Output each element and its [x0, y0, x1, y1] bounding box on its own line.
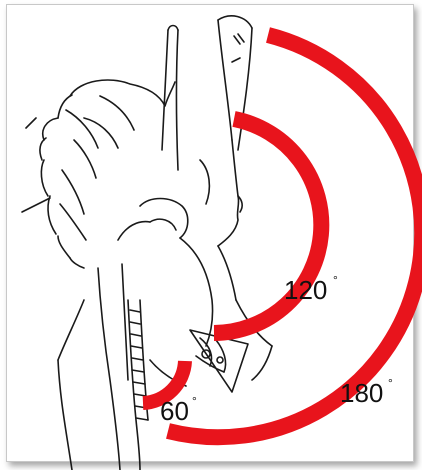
arc-180: [168, 35, 422, 437]
label-180: 180: [340, 378, 383, 408]
degree-mark-180: °: [388, 376, 393, 390]
angle-labels: 120 ° 180 ° 60 °: [160, 273, 393, 426]
degree-mark-120: °: [333, 273, 338, 287]
degree-mark-60: °: [192, 394, 197, 408]
label-60: 60: [160, 396, 189, 426]
label-120: 120: [284, 275, 327, 305]
angle-arcs: [143, 35, 422, 437]
